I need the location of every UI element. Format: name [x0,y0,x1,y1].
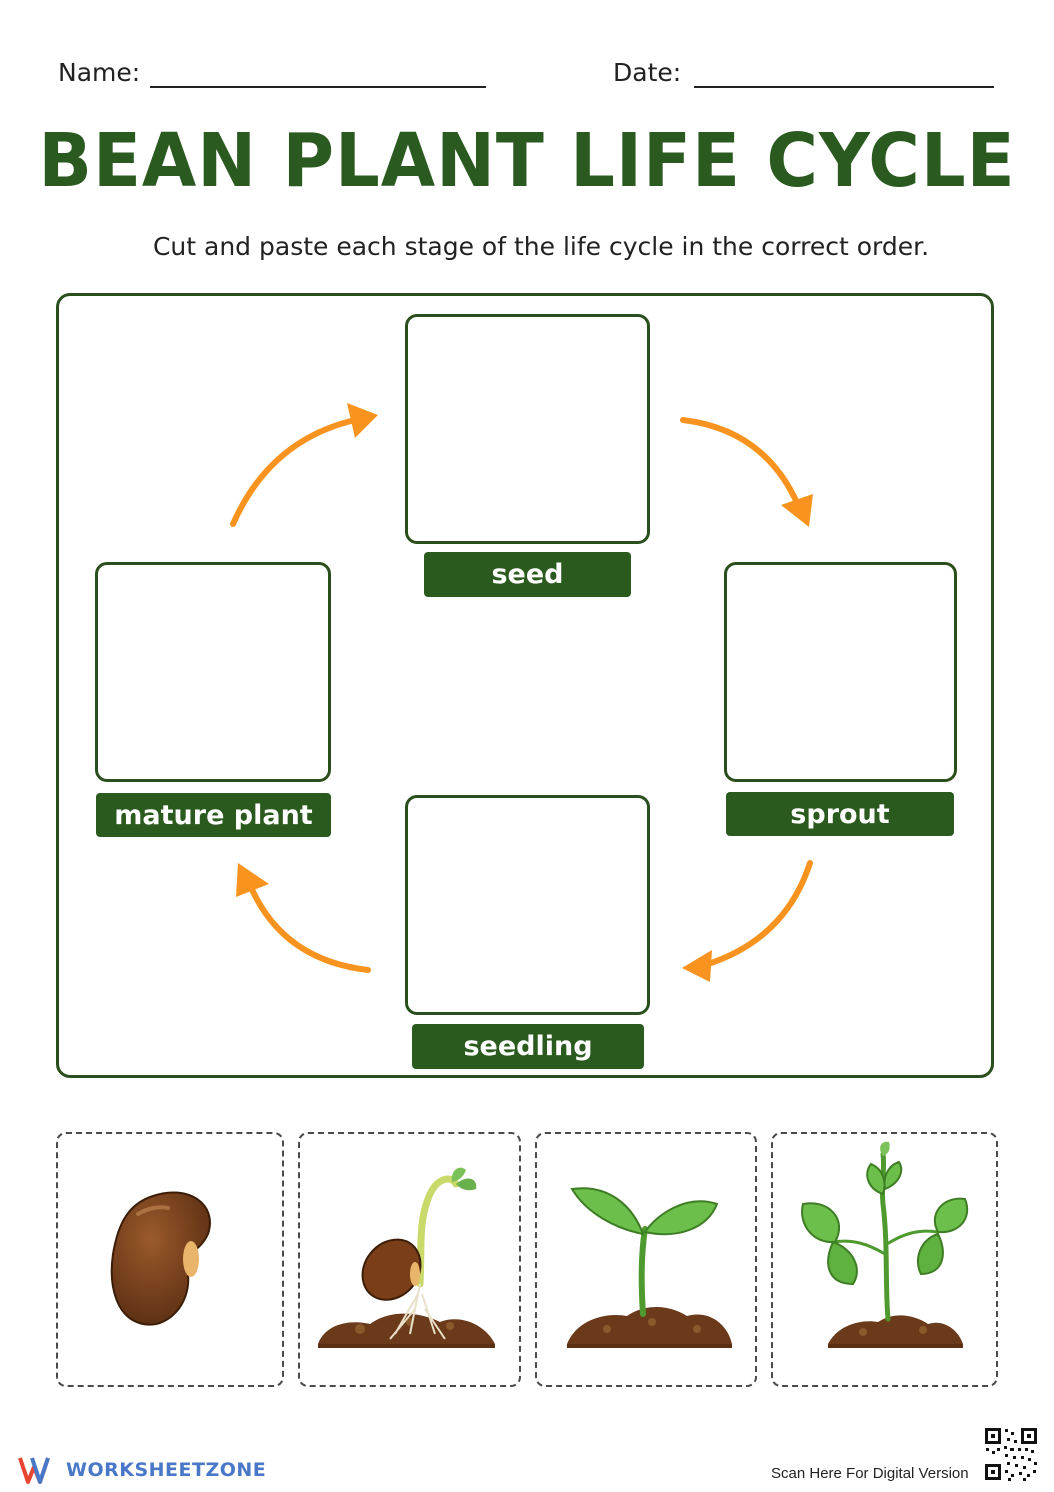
arrowhead-bottom-left [236,863,269,897]
footer-brand: WORKSHEETZONE [66,1459,267,1481]
life-cycle-frame [56,293,994,1078]
instructions-text: Cut and paste each stage of the life cyc… [152,232,930,261]
cutout-card-seed[interactable] [56,1132,284,1387]
cutout-card-sprout[interactable] [298,1132,521,1387]
arrow-sprout-to-seedling [702,860,813,968]
qr-code-icon[interactable] [983,1426,1039,1482]
arrow-seedling-to-mature [247,882,371,973]
sprouting-bean-icon [318,1167,495,1348]
scan-text: Scan Here For Digital Version [771,1465,969,1482]
arrowhead-top-right [781,494,813,527]
cutout-card-mature-plant[interactable] [771,1132,998,1387]
arrowhead-top-left [347,403,378,438]
slot-seedling[interactable] [405,795,650,1015]
slot-sprout[interactable] [724,562,957,782]
arrowhead-bottom-right [682,950,712,982]
slot-seed[interactable] [405,314,650,544]
arrow-mature-to-seed [230,417,358,527]
name-field[interactable] [150,86,486,88]
stage-label-sprout: sprout [726,792,954,836]
cutout-card-seedling[interactable] [535,1132,757,1387]
date-label: Date: [613,58,682,87]
name-label: Name: [58,58,141,87]
slot-mature-plant[interactable] [95,562,331,782]
seedling-icon [567,1187,732,1348]
stage-label-mature-plant: mature plant [96,793,331,837]
arrow-seed-to-sprout [680,417,801,508]
bean-seed-icon [110,1191,211,1326]
date-field[interactable] [694,86,994,88]
worksheetzone-logo-icon [18,1457,50,1484]
stage-label-seedling: seedling [412,1024,644,1069]
stage-label-seed: seed [424,552,631,597]
mature-bean-plant-icon [801,1141,968,1348]
page-title: BEAN PLANT LIFE CYCLE [38,118,1016,204]
